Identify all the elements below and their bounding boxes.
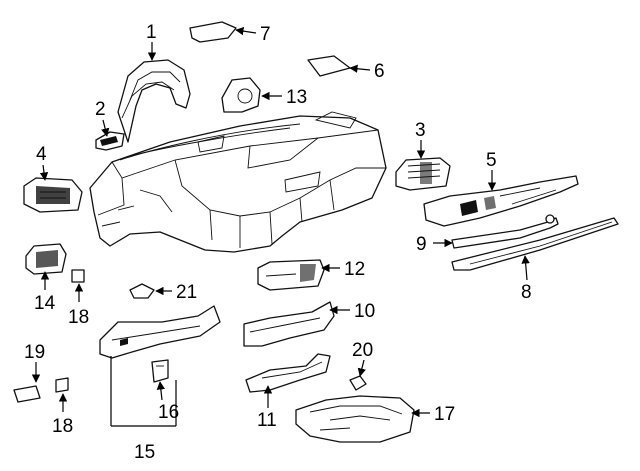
callout-13: 13: [286, 87, 307, 108]
callout-17: 17: [434, 404, 455, 425]
callout-8: 8: [521, 282, 532, 303]
center-bracket: [423, 175, 579, 227]
callout-4: 4: [36, 144, 47, 165]
clip-20: [349, 375, 367, 391]
upper-trim-strip: [451, 214, 559, 249]
bracket-13: [221, 77, 261, 113]
callout-2: 2: [95, 99, 106, 120]
switch-housing: [25, 243, 67, 275]
callout-9: 9: [416, 234, 427, 255]
lower-dash-panel: [99, 305, 221, 359]
callout-6: 6: [374, 61, 385, 82]
callout-20: 20: [352, 340, 373, 361]
callout-5: 5: [486, 150, 497, 171]
clip-18-lower: [55, 377, 69, 393]
side-vent-left: [23, 177, 83, 213]
bracket-16: [151, 359, 169, 383]
clip-18-upper: [71, 269, 85, 283]
callout-3: 3: [415, 120, 426, 141]
meter-hood: [117, 59, 191, 143]
lower-undercover: [295, 395, 415, 443]
panel-cover-6: [307, 55, 351, 77]
callout-10: 10: [354, 301, 375, 322]
callout-11: 11: [257, 410, 277, 431]
instrument-panel: [89, 111, 387, 253]
callout-1: 1: [146, 22, 157, 43]
callout-14: 14: [34, 293, 56, 314]
sensor-21: [129, 283, 155, 299]
long-trim-strip: [451, 217, 619, 271]
callout-12: 12: [344, 259, 365, 280]
callout-7: 7: [260, 24, 271, 45]
bracket-19: [13, 385, 41, 403]
center-vent: [395, 157, 451, 191]
leader-lines: [31, 26, 530, 427]
center-box-12: [257, 259, 325, 291]
callout-18-lower: 18: [52, 416, 73, 437]
callout-19: 19: [24, 342, 45, 363]
callout-21: 21: [176, 282, 197, 303]
callout-15: 15: [134, 442, 155, 463]
callout-numbers: 1 2 3 4 5 6 7 8 9 10 11 12 13 14 15 16 1…: [24, 22, 532, 463]
panel-cover-7: [189, 21, 237, 43]
callout-18-upper: 18: [68, 307, 89, 328]
lower-trim-11: [245, 353, 331, 393]
lower-panel-10: [243, 301, 335, 347]
side-vent-small: [95, 131, 125, 151]
callout-16: 16: [158, 402, 179, 423]
